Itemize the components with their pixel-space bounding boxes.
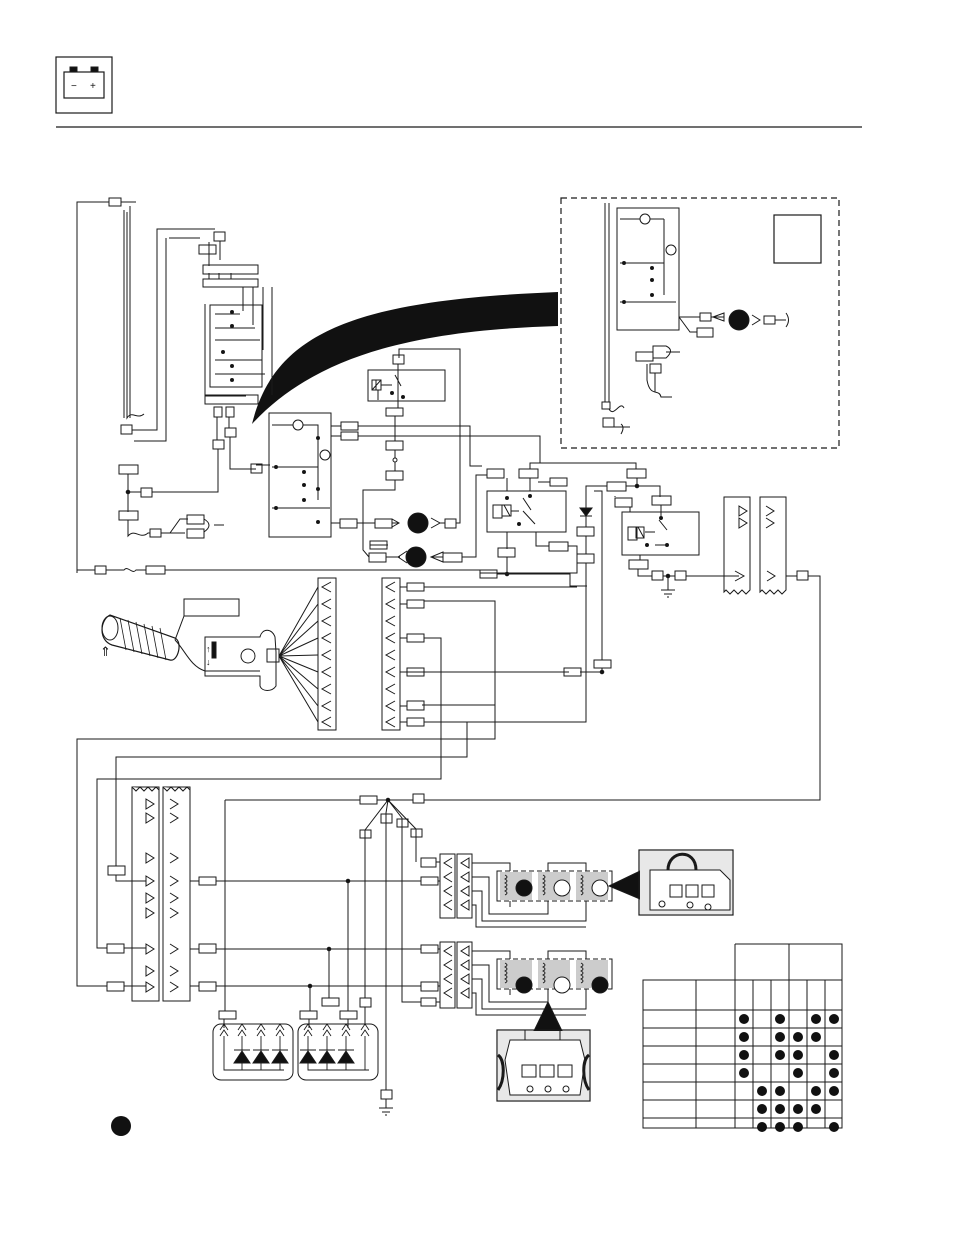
- table-dot: [757, 1104, 767, 1114]
- arrow-up-symbol: ↑: [206, 644, 211, 654]
- battery-plus-label: +: [90, 81, 96, 92]
- table-dot: [775, 1050, 785, 1060]
- relay-modules: [400, 463, 744, 722]
- header-battery-icon: − +: [56, 57, 112, 113]
- table-dot: [739, 1050, 749, 1060]
- table-dot: [775, 1014, 785, 1024]
- table-dot: [739, 1068, 749, 1078]
- table-dot: [793, 1122, 803, 1132]
- arrow-down-symbol: ↓: [206, 657, 211, 667]
- table-dot: [775, 1104, 785, 1114]
- table-dot: [793, 1032, 803, 1042]
- zoom-pointer-wedge: [252, 292, 558, 424]
- photo-inset-right: [639, 850, 733, 915]
- table-dot: [829, 1050, 839, 1060]
- table-dot: [757, 1086, 767, 1096]
- table-dot: [793, 1104, 803, 1114]
- double-arrow-symbol: ⇑: [100, 644, 111, 659]
- valve-connector-groups: [421, 854, 640, 1033]
- table-dot: [793, 1068, 803, 1078]
- lamp-clusters: [213, 1019, 378, 1080]
- table-dot: [829, 1086, 839, 1096]
- connector-strips-middle: [77, 578, 577, 986]
- legend-dot: [111, 1116, 131, 1136]
- table-dot: [811, 1086, 821, 1096]
- battery-minus-label: −: [71, 81, 77, 92]
- table-dot: [811, 1104, 821, 1114]
- connector-strips-lower-left: [107, 787, 424, 1115]
- table-dot: [793, 1050, 803, 1060]
- table-dot: [775, 1032, 785, 1042]
- table-dot: [739, 1014, 749, 1024]
- joystick-illustration: ⇑ ↑ ↓: [100, 587, 318, 722]
- photo-inset-bottom: [497, 1030, 590, 1101]
- table-dot: [739, 1032, 749, 1042]
- inset-detail: [561, 198, 839, 448]
- truth-table: [643, 944, 842, 1132]
- table-dot: [811, 1014, 821, 1024]
- table-dot: [829, 1014, 839, 1024]
- table-dot: [811, 1032, 821, 1042]
- table-dot: [757, 1122, 767, 1132]
- table-dot: [775, 1086, 785, 1096]
- table-dot: [829, 1068, 839, 1078]
- table-dot: [775, 1122, 785, 1132]
- table-dot: [829, 1122, 839, 1132]
